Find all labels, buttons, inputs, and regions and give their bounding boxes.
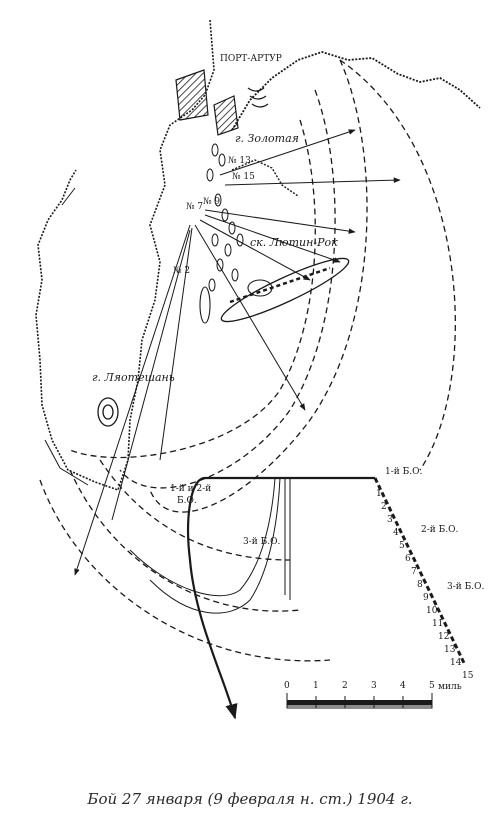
label-zolotaya: г. Золотая <box>235 132 299 145</box>
column-number: 12 <box>438 632 450 642</box>
coastline-west-inner <box>44 187 89 486</box>
column-number: 5 <box>399 541 405 551</box>
fortress-block-2 <box>213 95 239 136</box>
column-number: 3 <box>387 515 393 525</box>
battle-map <box>35 19 481 720</box>
column-number: 14 <box>450 658 462 668</box>
column-number: 4 <box>393 528 399 538</box>
label-bo1: 1-й Б.О. <box>385 467 423 477</box>
label-bo12-line2: Б.О. <box>177 496 197 506</box>
scale-tick: 0 <box>284 681 290 691</box>
column-number: 1 <box>376 489 382 499</box>
column-number: 6 <box>405 554 411 564</box>
scale-tick: 2 <box>342 681 348 691</box>
column-number: 9 <box>423 593 429 603</box>
label-lyutin-rock: ск. Лютин-Рок <box>250 236 338 249</box>
column-number: 7 <box>411 567 417 577</box>
fortress-block-1 <box>175 69 209 121</box>
column-number: 2 <box>381 502 387 512</box>
label-bo3: 3-й Б.О. <box>447 582 485 592</box>
coastline-east-2 <box>231 159 299 197</box>
column-number: 13 <box>444 645 456 655</box>
ship-mark-9: № 9 <box>203 197 221 207</box>
coastline-east <box>231 51 481 131</box>
scale-tick: 4 <box>400 681 406 691</box>
column-number: 10 <box>426 606 438 616</box>
scale-tick: 3 <box>371 681 377 691</box>
scale-tick: 1 <box>313 681 319 691</box>
label-bo3-left: 3-й Б.О. <box>243 537 281 547</box>
column-number: 8 <box>417 580 423 590</box>
label-bo2: 2-й Б.О. <box>421 525 459 535</box>
column-number: 15 <box>462 671 474 681</box>
russian-ships <box>206 143 244 292</box>
scale-unit: миль <box>438 682 462 692</box>
scale-tick: 5 <box>429 681 435 691</box>
label-bo12-line1: 1-й и 2-й <box>170 484 212 494</box>
ship-mark-2: № 2 <box>173 266 191 276</box>
ship-mark-7: № 7 <box>186 202 204 212</box>
ship-mark-13: № 13 <box>228 156 251 166</box>
label-port-arthur: ПОРТ-АРТУР <box>220 54 282 64</box>
map-caption: Бой 27 января (9 февраля н. ст.) 1904 г. <box>87 790 413 808</box>
column-number: 11 <box>432 619 444 629</box>
ship-mark-15: № 15 <box>232 172 255 182</box>
scale-bar <box>286 693 433 709</box>
label-lyaoteshan: г. Ляотешань <box>92 371 175 384</box>
